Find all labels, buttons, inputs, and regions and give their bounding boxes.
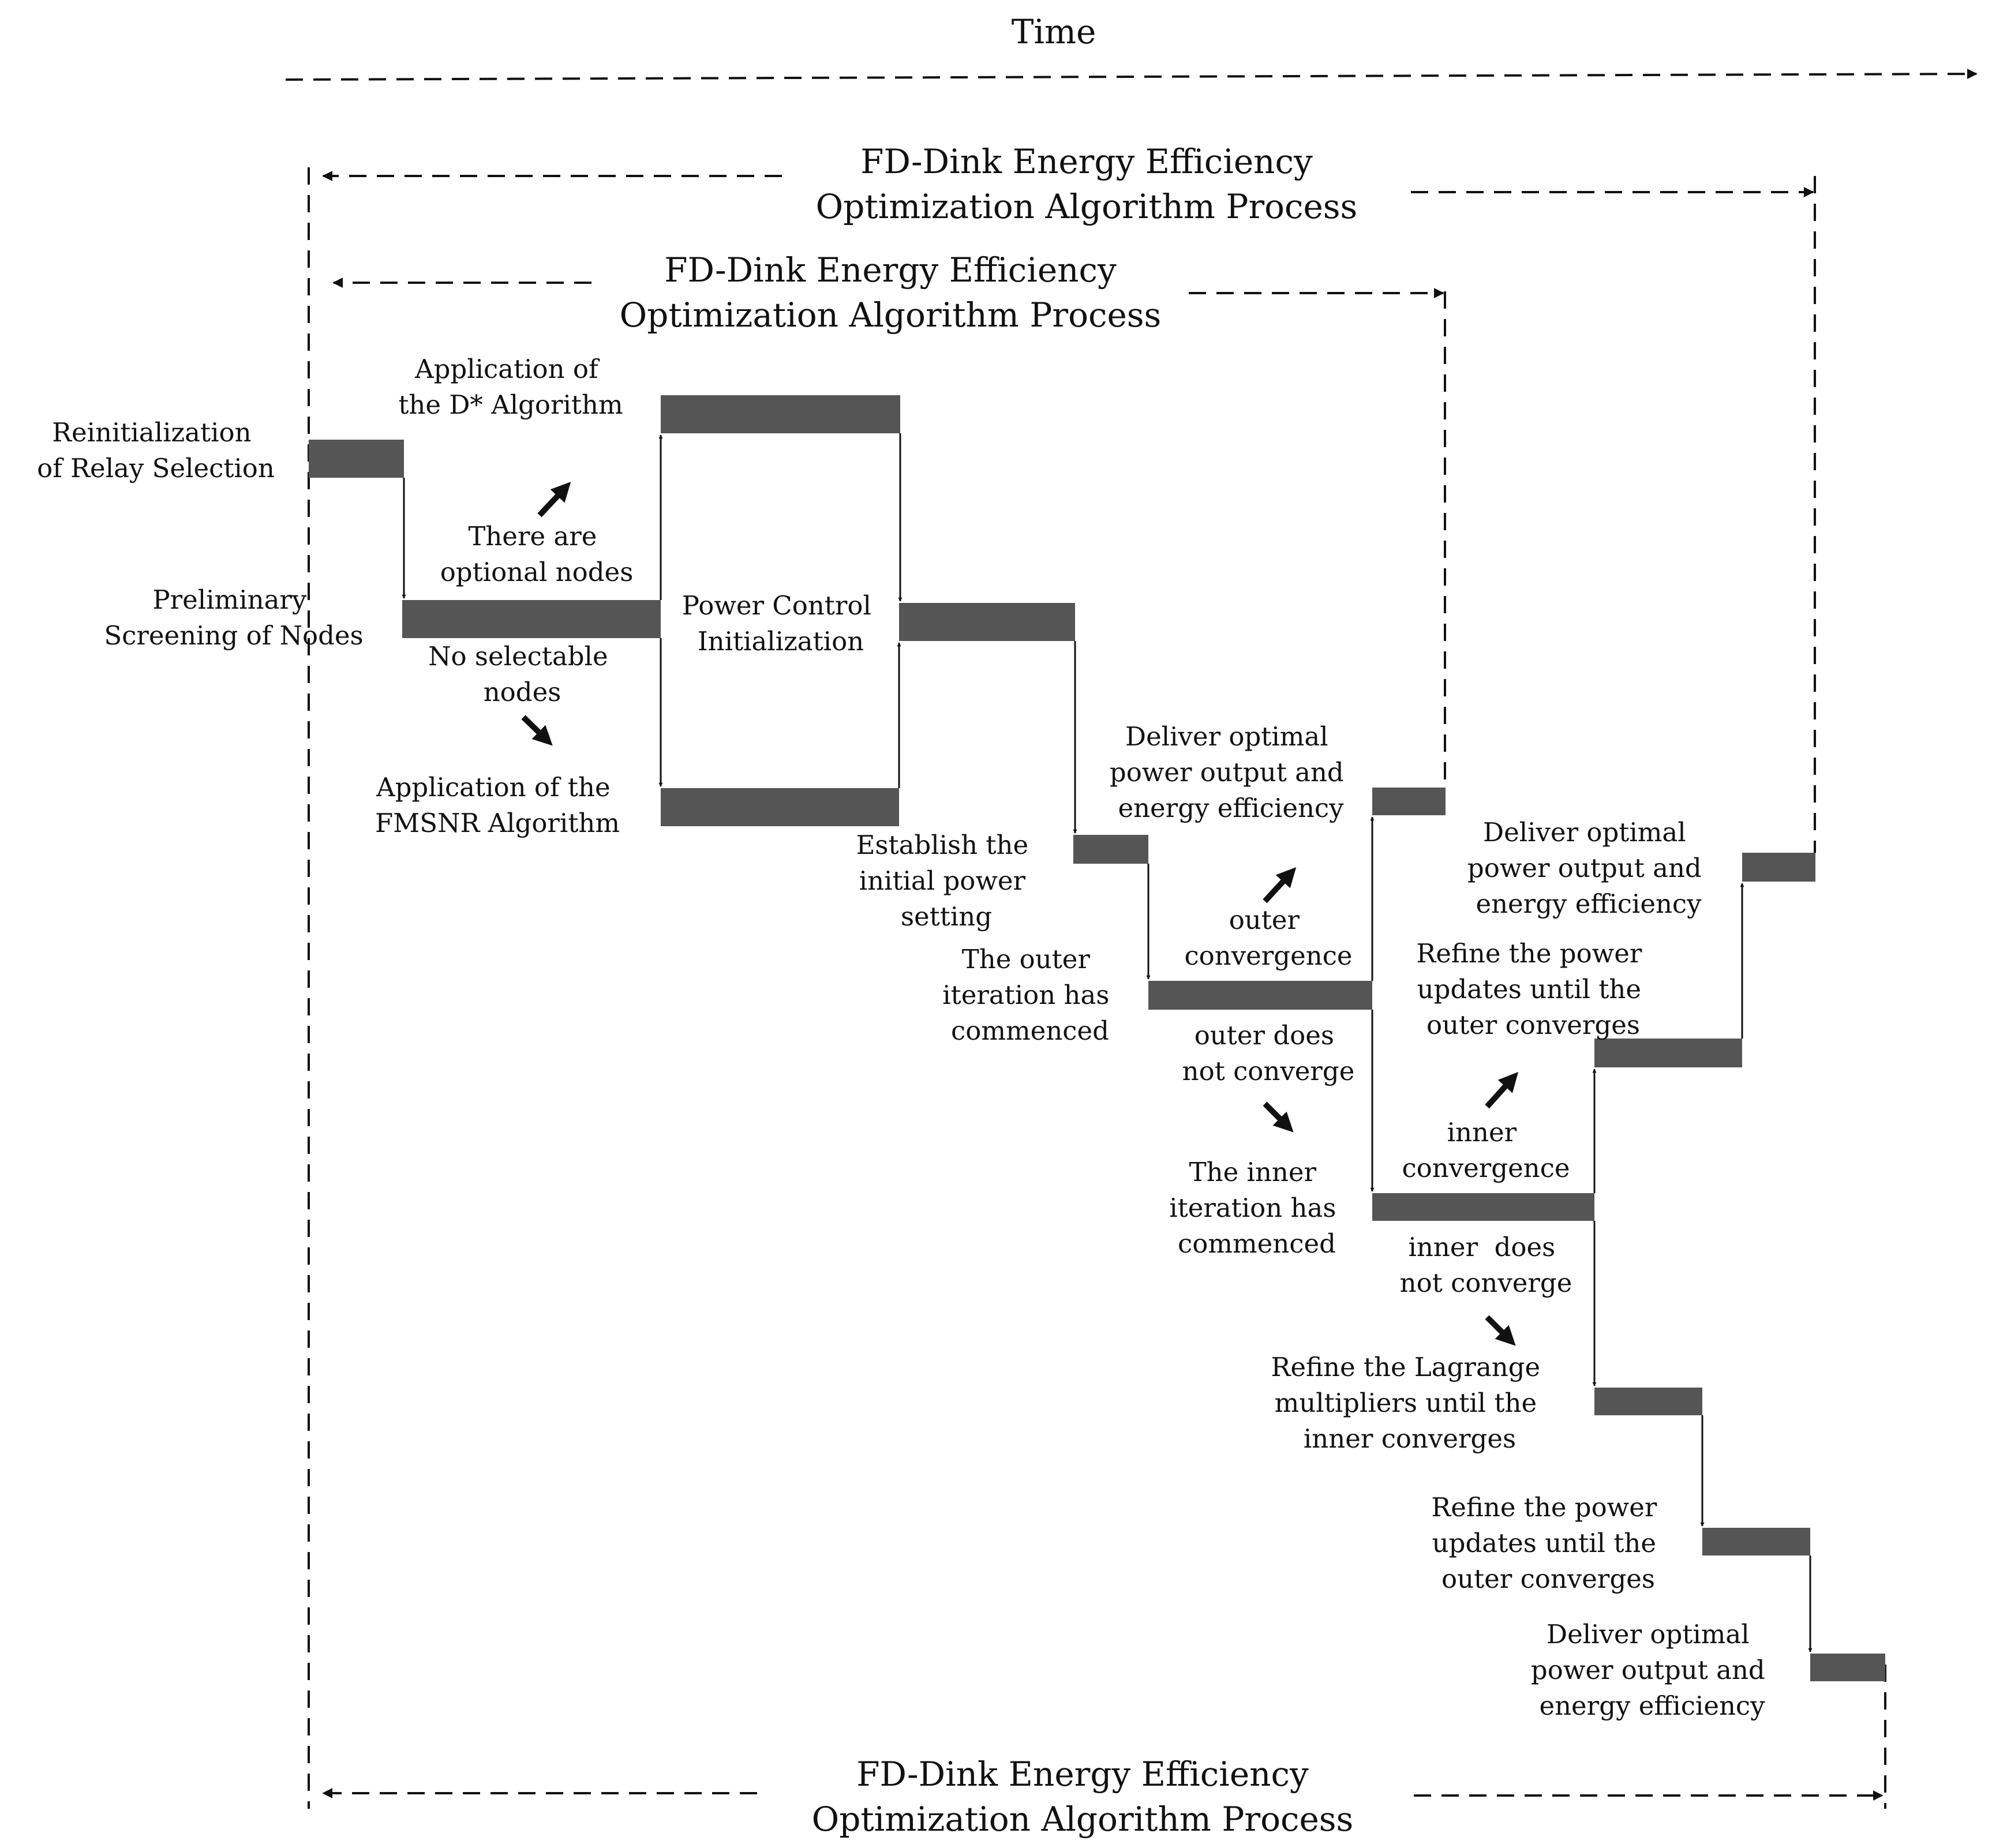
bar-reinit — [309, 440, 404, 478]
bar-lagrange — [1594, 1388, 1702, 1415]
label-power-init: Power Control Initialization — [682, 590, 879, 657]
bar-refine-power1 — [1594, 1039, 1742, 1067]
time-label: Time — [1012, 12, 1096, 51]
label-inner-not-converge: inner does not converge — [1400, 1232, 1572, 1298]
label-prelim: Preliminary Screening of Nodes — [104, 584, 363, 651]
bar-deliver2 — [1742, 853, 1815, 882]
arrow-no-nodes — [521, 715, 553, 746]
top-process-title-line1: FD-Dink Energy Efficiency — [860, 142, 1313, 181]
inner-process-title-line2: Optimization Algorithm Process — [620, 295, 1162, 335]
bottom-process-title-line1: FD-Dink Energy Efficiency — [856, 1755, 1309, 1794]
arrow-inner-convergence — [1485, 1071, 1519, 1109]
top-process-title-line2: Optimization Algorithm Process — [816, 187, 1358, 226]
bar-deliver1 — [1372, 788, 1446, 815]
bar-establish — [1073, 835, 1148, 864]
time-axis-arrow — [285, 69, 1978, 81]
label-reinit: Reinitialization of Relay Selection — [37, 417, 275, 483]
label-fmsnr: Application of the FMSNR Algorithm — [375, 772, 620, 838]
arrow-inner-not-converge — [1485, 1315, 1516, 1346]
label-dstar: Application of the D* Algorithm — [398, 354, 623, 420]
bar-prelim — [402, 600, 661, 638]
bar-inner — [1372, 1193, 1594, 1221]
bar-refine-power2 — [1702, 1528, 1810, 1555]
label-optional-nodes: There are optional nodes — [440, 521, 634, 587]
bar-outer — [1148, 981, 1372, 1010]
label-outer-not-converge: outer does not converge — [1182, 1020, 1355, 1086]
label-refine-power2: Refine the power updates until the outer… — [1431, 1492, 1665, 1594]
label-inner-commenced: The inner iteration has commenced — [1169, 1157, 1345, 1259]
bar-fmsnr — [661, 788, 899, 826]
arrow-outer-convergence — [1263, 867, 1297, 904]
bar-dstar — [661, 395, 900, 433]
arrow-outer-not-converge — [1263, 1101, 1294, 1133]
arrow-optional-nodes — [537, 482, 571, 518]
label-lagrange: Refine the Lagrange multipliers until th… — [1271, 1352, 1548, 1454]
label-inner-convergence: inner convergence — [1402, 1117, 1570, 1183]
label-deliver3: Deliver optimal power output and energy … — [1531, 1619, 1773, 1721]
inner-process-title-line1: FD-Dink Energy Efficiency — [664, 250, 1117, 290]
label-refine-power1: Refine the power updates until the outer… — [1416, 938, 1650, 1040]
bar-deliver3 — [1810, 1654, 1885, 1681]
label-deliver2: Deliver optimal power output and energy … — [1467, 817, 1710, 919]
label-establish: Establish the initial power setting — [856, 830, 1037, 932]
bottom-process-title-line2: Optimization Algorithm Process — [812, 1800, 1354, 1839]
label-deliver1: Deliver optimal power output and energy … — [1110, 721, 1352, 823]
label-outer-commenced: The outer iteration has commenced — [942, 944, 1118, 1046]
bar-power-init — [899, 603, 1075, 641]
label-outer-convergence: outer convergence — [1184, 905, 1352, 971]
label-no-nodes: No selectable nodes — [428, 641, 616, 707]
